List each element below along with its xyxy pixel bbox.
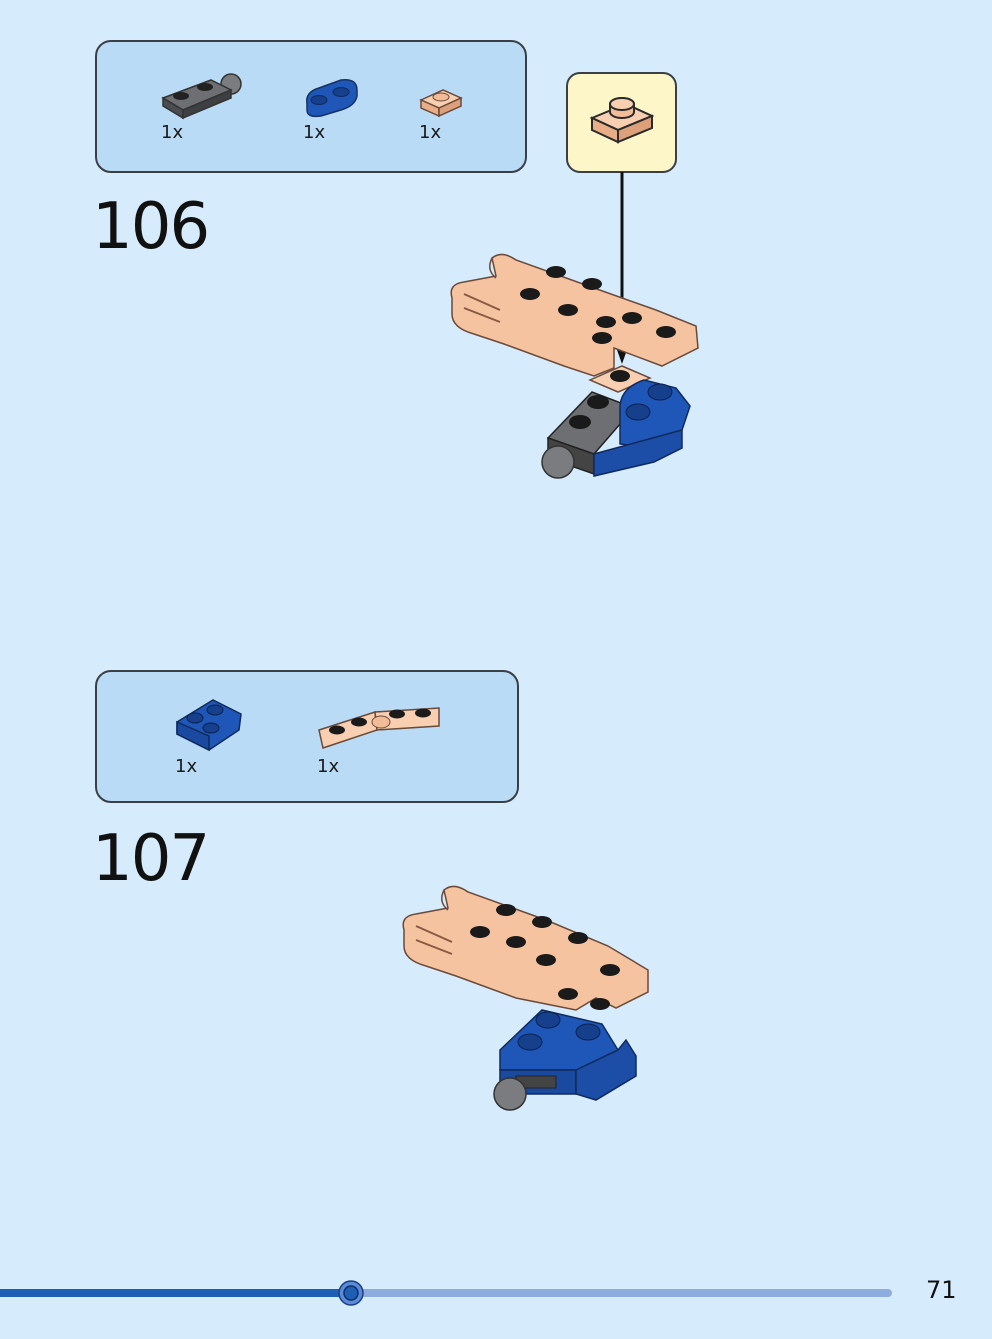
- qty-label: 1x: [175, 756, 198, 777]
- parts-box-step-106: 1x 1x 1x: [95, 40, 527, 173]
- qty-label: 1x: [303, 122, 326, 143]
- step-number: 107: [92, 822, 210, 896]
- step-number: 106: [92, 190, 210, 264]
- page-number: 71: [926, 1276, 957, 1304]
- dark-gray-plate-with-ball-icon: [161, 73, 242, 120]
- callout-tan-plate: [566, 72, 677, 173]
- qty-label: 1x: [419, 122, 442, 143]
- progress-bar: [0, 1289, 892, 1297]
- blue-wedge-plate-icon: [176, 699, 242, 752]
- blue-round-plate-icon: [306, 78, 358, 118]
- tan-plate-1x1-icon: [589, 97, 655, 144]
- qty-label: 1x: [317, 756, 340, 777]
- tan-plate-1x1-icon: [419, 89, 463, 118]
- tan-hinge-plate-icon: [318, 707, 440, 749]
- progress-knob: [338, 1280, 364, 1306]
- progress-knob-layer: [338, 1280, 364, 1306]
- qty-label: 1x: [161, 122, 184, 143]
- progress-fill: [0, 1289, 348, 1297]
- model-step-106: [450, 253, 699, 479]
- parts-box-step-107: 1x 1x: [95, 670, 519, 803]
- model-step-107: [402, 885, 649, 1111]
